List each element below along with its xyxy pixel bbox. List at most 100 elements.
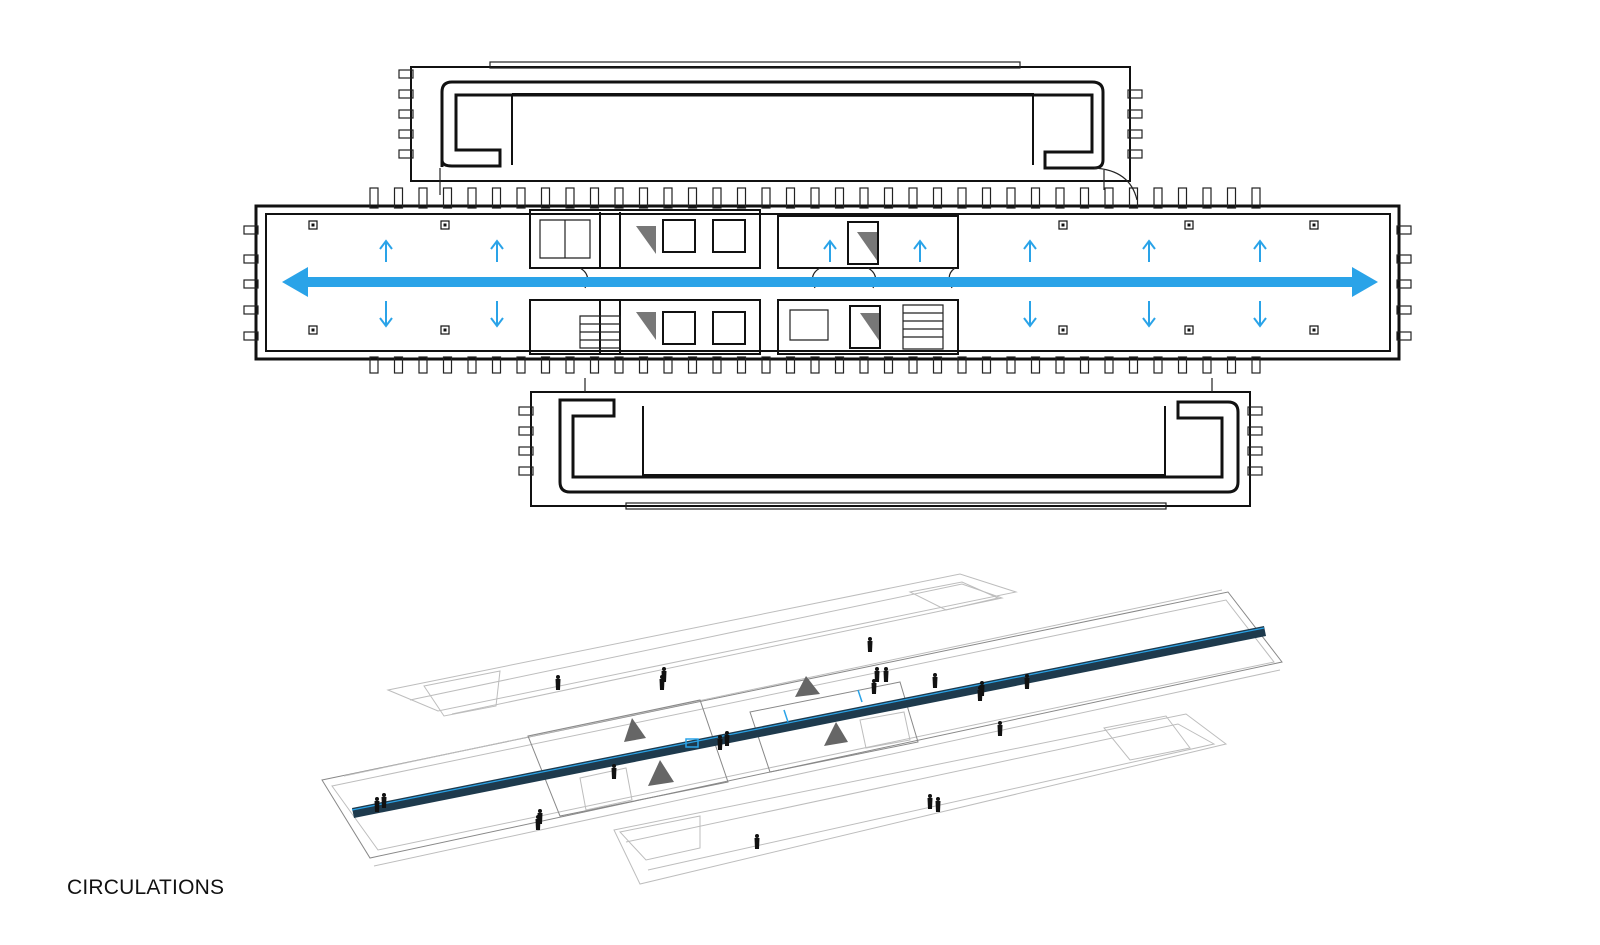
wall-fin <box>663 356 673 374</box>
arrow-head <box>1023 239 1037 250</box>
wall-fin <box>589 356 600 374</box>
iso-circulation-band <box>351 626 1266 818</box>
wall-fin <box>957 187 967 209</box>
arrow-head <box>1142 239 1156 250</box>
main-hall <box>243 187 1412 374</box>
person-body <box>555 679 561 690</box>
iso-upper-wing <box>386 573 1018 717</box>
wall-fin <box>516 187 526 209</box>
column-marker <box>1309 325 1319 335</box>
person-figure <box>997 721 1003 736</box>
wall-fin <box>1128 187 1139 209</box>
wall-fin <box>589 187 600 209</box>
arrow-head <box>913 239 927 250</box>
person-body <box>754 838 760 849</box>
wall-fin <box>369 187 379 209</box>
column-marker <box>1184 220 1194 230</box>
wall-fin <box>1202 187 1212 209</box>
person-body <box>535 819 541 830</box>
person-body <box>381 797 387 808</box>
column-core <box>311 328 315 332</box>
wall-fin <box>736 187 747 209</box>
person-body <box>927 798 933 809</box>
person-body <box>997 725 1003 736</box>
iso-people <box>374 637 1030 849</box>
column-core <box>1312 223 1316 227</box>
wall-fin <box>418 187 428 209</box>
wall-fin <box>1104 356 1114 374</box>
arrow-head <box>823 239 837 250</box>
person-figure <box>867 637 873 652</box>
person-figure <box>871 679 877 694</box>
person-body <box>717 739 723 750</box>
person-figure <box>659 675 665 690</box>
person-head <box>933 673 937 677</box>
wall-fin <box>957 356 967 374</box>
wall-fin <box>1055 187 1065 209</box>
column-marker <box>440 220 450 230</box>
wall-fin <box>540 356 551 374</box>
wall-fin <box>785 356 796 374</box>
wall-fin <box>442 356 453 374</box>
structural-columns <box>308 220 1319 335</box>
person-body <box>867 641 873 652</box>
wall-fin <box>565 187 575 209</box>
wall-fin <box>883 356 894 374</box>
wall-fin <box>834 356 845 374</box>
person-head <box>872 679 876 683</box>
wall-fin <box>687 356 698 374</box>
person-head <box>382 793 386 797</box>
person-body <box>874 671 880 682</box>
arrow-head <box>1023 317 1037 328</box>
person-head <box>725 731 729 735</box>
person-head <box>662 667 666 671</box>
person-head <box>612 764 616 768</box>
person-figure <box>724 731 730 746</box>
wall-fin <box>418 356 428 374</box>
person-head <box>660 675 664 679</box>
person-head <box>536 815 540 819</box>
wall-fin <box>932 187 943 209</box>
wall-fin <box>761 356 771 374</box>
person-head <box>1025 674 1029 678</box>
wall-fin <box>908 187 918 209</box>
wall-fin <box>810 187 820 209</box>
wall-fin <box>491 356 502 374</box>
upper-wing <box>398 61 1143 201</box>
column-marker <box>1309 220 1319 230</box>
person-body <box>1024 678 1030 689</box>
arrow-head <box>379 317 393 328</box>
wall-fin <box>687 187 698 209</box>
down-arrow <box>379 301 393 328</box>
person-head <box>978 686 982 690</box>
column-marker <box>1058 325 1068 335</box>
up-arrow <box>1142 239 1156 262</box>
up-arrow <box>1253 239 1267 262</box>
diagram-caption: CIRCULATIONS <box>67 876 225 899</box>
arrow-head <box>379 239 393 250</box>
wall-fin <box>491 187 502 209</box>
wall-fin <box>908 356 918 374</box>
column-core <box>1312 328 1316 332</box>
wall-fin <box>638 356 649 374</box>
person-figure <box>535 815 541 830</box>
circulation-arrows <box>282 239 1378 328</box>
wall-fin <box>785 187 796 209</box>
person-figure <box>611 764 617 779</box>
person-figure <box>754 834 760 849</box>
wall-fin <box>1177 356 1188 374</box>
wall-fin <box>442 187 453 209</box>
wall-fin <box>1251 356 1261 374</box>
person-figure <box>874 667 880 682</box>
column-marker <box>1184 325 1194 335</box>
person-head <box>868 637 872 641</box>
column-core <box>1187 223 1191 227</box>
down-arrow <box>1142 301 1156 328</box>
main-axis-left-arrowhead <box>282 267 308 297</box>
person-head <box>980 681 984 685</box>
up-arrow <box>490 239 504 262</box>
person-head <box>928 794 932 798</box>
arrow-head <box>490 239 504 250</box>
wall-fin <box>1030 356 1041 374</box>
up-arrow <box>1023 239 1037 262</box>
